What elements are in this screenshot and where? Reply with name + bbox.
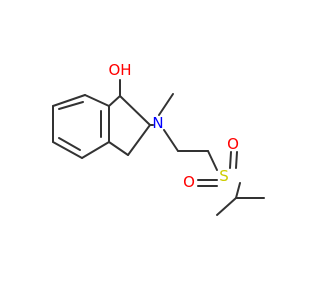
oxygen-left-label: O [183, 173, 195, 191]
benzene-ring [52, 94, 110, 159]
sulfonyl-double-bond-right [229, 151, 238, 169]
bond [52, 141, 83, 159]
bond-ch2-s [207, 150, 218, 171]
bond [108, 95, 121, 107]
hydroxyl-label: OH [108, 61, 131, 79]
bond-n-ch2 [163, 129, 179, 152]
sulfonyl-double-bond-left [197, 179, 218, 187]
oxygen-right-label: O [227, 135, 239, 153]
bond [119, 95, 151, 126]
bond-s-isopropyl [235, 182, 241, 199]
bond [52, 94, 86, 107]
bond [127, 124, 151, 156]
bond [108, 141, 129, 156]
bond-n-methyl [158, 93, 174, 116]
nitrogen-label: N [152, 114, 163, 132]
double-bond-inner [58, 137, 81, 151]
molecule-diagram: OH N S O O [52, 61, 265, 216]
bond-isopropyl-methyl-left [216, 197, 237, 216]
bond [81, 141, 110, 159]
double-bond-inner [58, 101, 84, 110]
cyclopentane-ring [108, 95, 151, 156]
bond [84, 94, 110, 107]
sulfur-label: S [219, 167, 229, 185]
molecule-structure: OH N S O O [52, 61, 265, 216]
